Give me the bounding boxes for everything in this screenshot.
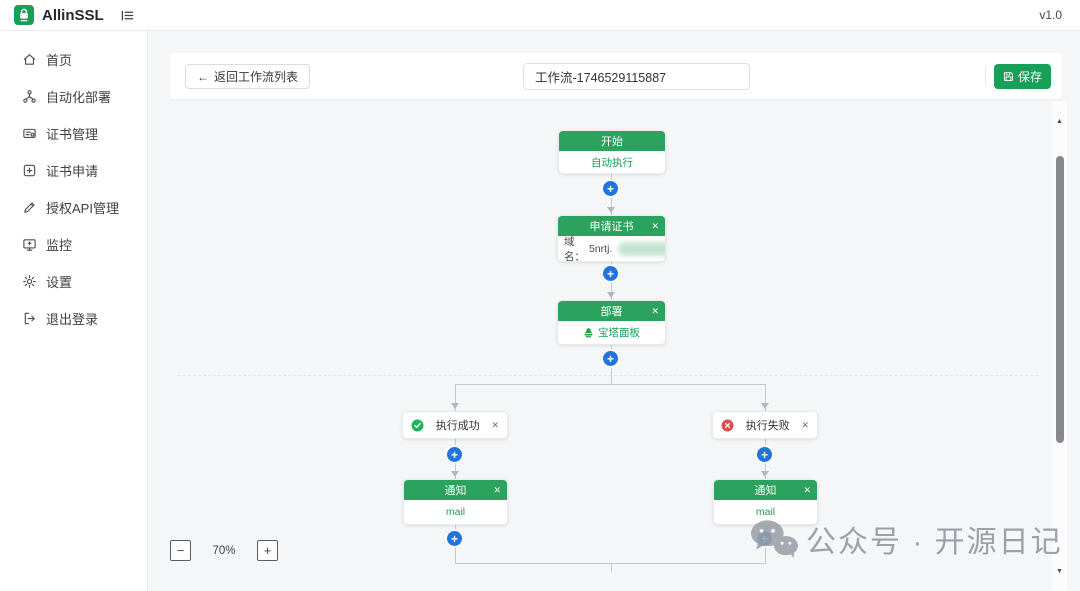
- close-icon[interactable]: ✕: [803, 484, 811, 495]
- sidebar-item-auto-deploy[interactable]: 自动化部署: [0, 78, 147, 115]
- add-node-button[interactable]: +: [757, 447, 772, 462]
- connector-line: [611, 563, 612, 572]
- node-notify-header: 通知 ✕: [714, 480, 817, 500]
- logout-icon: [24, 312, 35, 325]
- node-notify-body: mail: [445, 506, 466, 518]
- node-apply-cert[interactable]: 申请证书 ✕ 域名： 5nrtj.: [557, 215, 666, 262]
- editor-toolbar: ← 返回工作流列表 保存: [170, 53, 1062, 99]
- watermark-text: 公众号 · 开源日记: [806, 526, 1063, 559]
- arrow-down-icon: [451, 471, 459, 477]
- node-deploy[interactable]: 部署 ✕ 宝塔面板: [557, 300, 666, 345]
- save-icon: [1004, 72, 1013, 81]
- zoom-controls: − 70% +: [170, 540, 278, 561]
- baota-panel-icon: [584, 327, 593, 338]
- zoom-in-button[interactable]: +: [257, 540, 278, 561]
- add-node-button[interactable]: +: [447, 447, 462, 462]
- app-title: AllinSSL: [42, 6, 104, 24]
- monitor-icon: [23, 239, 36, 251]
- node-notify-header: 通知 ✕: [404, 480, 507, 500]
- drop-zone-dashed-line: [178, 375, 1038, 376]
- back-to-workflow-list-button[interactable]: ← 返回工作流列表: [185, 64, 311, 89]
- node-apply-cert-header: 申请证书 ✕: [558, 216, 665, 236]
- sidebar-item-cert-apply[interactable]: 证书申请: [0, 152, 147, 189]
- vertical-scrollbar[interactable]: ▲ ▼: [1052, 101, 1067, 591]
- home-icon: [23, 54, 36, 65]
- add-node-button[interactable]: +: [757, 531, 772, 546]
- redacted-domain: [618, 241, 665, 256]
- plus-square-icon: [23, 164, 36, 177]
- sidebar-item-settings[interactable]: 设置: [0, 263, 147, 300]
- branch-split-line: [455, 384, 766, 385]
- arrow-down-icon: [607, 292, 615, 298]
- close-icon[interactable]: ✕: [493, 484, 501, 495]
- gear-icon: [23, 275, 36, 288]
- node-start[interactable]: 开始 自动执行: [558, 130, 666, 174]
- node-start-body: 自动执行: [591, 156, 633, 169]
- top-header: AllinSSL v1.0: [0, 0, 1080, 31]
- certificate-icon: [23, 128, 36, 139]
- add-node-button[interactable]: +: [447, 531, 462, 546]
- node-deploy-header: 部署 ✕: [558, 301, 665, 321]
- workflow-icon: [23, 90, 36, 103]
- version-label: v1.0: [1039, 8, 1062, 22]
- connector-line: [455, 384, 456, 411]
- close-icon[interactable]: ✕: [801, 419, 809, 430]
- branch-merge-line: [455, 563, 766, 564]
- node-notify-success[interactable]: 通知 ✕ mail: [403, 479, 508, 525]
- sidebar-item-logout[interactable]: 退出登录: [0, 300, 147, 337]
- node-start-header: 开始: [559, 131, 665, 151]
- scroll-up-arrow[interactable]: ▲: [1056, 117, 1063, 125]
- arrow-down-icon: [607, 207, 615, 213]
- sidebar-collapse-icon[interactable]: [118, 6, 136, 24]
- add-node-button[interactable]: +: [603, 181, 618, 196]
- allinssl-logo-icon: [14, 5, 34, 25]
- zoom-level-label: 70%: [212, 544, 236, 557]
- zoom-out-button[interactable]: −: [170, 540, 191, 561]
- node-apply-cert-body: 域名： 5nrtj.: [558, 236, 665, 261]
- close-icon[interactable]: ✕: [491, 419, 499, 430]
- back-arrow-icon: ←: [197, 69, 209, 84]
- scroll-down-arrow[interactable]: ▼: [1056, 567, 1063, 575]
- node-notify-body: mail: [755, 506, 776, 518]
- connector-line: [765, 384, 766, 411]
- pen-icon: [24, 202, 35, 213]
- node-notify-fail[interactable]: 通知 ✕ mail: [713, 479, 818, 525]
- sidebar-item-home[interactable]: 首页: [0, 41, 147, 78]
- toolbar-divider: [985, 66, 986, 86]
- branch-fail[interactable]: 执行失败 ✕: [712, 411, 818, 439]
- close-icon[interactable]: ✕: [651, 305, 659, 316]
- scrollbar-thumb[interactable]: [1055, 156, 1064, 443]
- sidebar: 首页 自动化部署 证书管理 证书申请 授权API管理: [0, 31, 148, 591]
- arrow-down-icon: [761, 403, 769, 409]
- logo-area: AllinSSL: [0, 0, 148, 30]
- branch-success[interactable]: 执行成功 ✕: [402, 411, 508, 439]
- arrow-down-icon: [761, 471, 769, 477]
- add-node-button[interactable]: +: [603, 266, 618, 281]
- sidebar-item-cert-manage[interactable]: 证书管理: [0, 115, 147, 152]
- sidebar-item-monitor[interactable]: 监控: [0, 226, 147, 263]
- sidebar-item-api-auth[interactable]: 授权API管理: [0, 189, 147, 226]
- success-check-icon: [411, 419, 424, 431]
- fail-error-icon: [721, 419, 734, 431]
- node-deploy-body: 宝塔面板: [558, 321, 665, 344]
- save-button[interactable]: 保存: [994, 64, 1051, 89]
- workflow-canvas[interactable]: ← 返回工作流列表 保存: [148, 31, 1080, 591]
- arrow-down-icon: [451, 403, 459, 409]
- add-node-button[interactable]: +: [603, 351, 618, 366]
- close-icon[interactable]: ✕: [651, 220, 659, 231]
- workflow-name-input[interactable]: [523, 63, 750, 90]
